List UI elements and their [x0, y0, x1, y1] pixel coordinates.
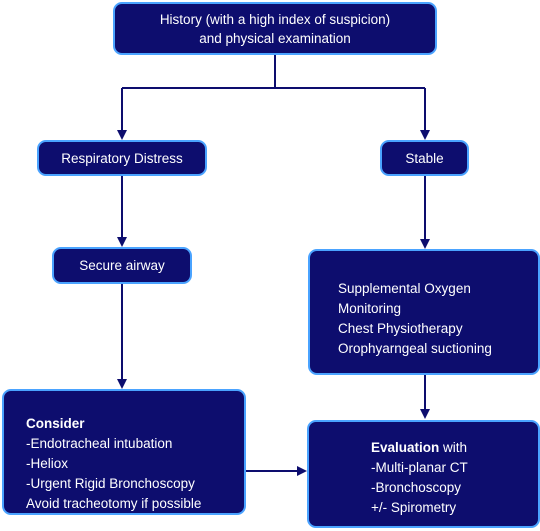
- history-line-2: and physical examination: [199, 30, 351, 46]
- consider-item: -Urgent Rigid Bronchoscopy: [26, 476, 195, 491]
- history-line-1: History (with a high index of suspicion): [159, 11, 391, 27]
- stable-label: Stable: [405, 150, 444, 166]
- consider-heading: Consider: [26, 416, 85, 431]
- evaluation-item: +/- Spirometry: [371, 500, 457, 515]
- evaluation-item: -Bronchoscopy: [371, 480, 462, 495]
- evaluation-heading-suffix: with: [439, 440, 468, 455]
- consider-item: Avoid tracheotomy if possible: [26, 496, 202, 511]
- evaluation-box: Evaluation with -Multi-planar CT -Bronch…: [307, 420, 540, 528]
- evaluation-item: -Multi-planar CT: [371, 460, 468, 475]
- supportive-item: Orophyarngeal suctioning: [338, 341, 492, 356]
- respiratory-distress-box: Respiratory Distress: [37, 140, 207, 176]
- consider-box: Consider -Endotracheal intubation -Helio…: [2, 389, 246, 515]
- evaluation-heading-line: Evaluation with: [371, 438, 538, 458]
- consider-item: -Endotracheal intubation: [26, 436, 173, 451]
- supportive-care-box: Supplemental Oxygen Monitoring Chest Phy…: [308, 249, 540, 375]
- history-box: History (with a high index of suspicion)…: [113, 2, 437, 55]
- stable-box: Stable: [380, 140, 469, 176]
- secure-airway-box: Secure airway: [52, 247, 192, 284]
- secure-airway-label: Secure airway: [79, 258, 165, 273]
- supportive-item: Chest Physiotherapy: [338, 321, 463, 336]
- supportive-item: Supplemental Oxygen: [338, 281, 471, 296]
- consider-item: -Heliox: [26, 456, 69, 471]
- supportive-item: Monitoring: [338, 301, 402, 316]
- respiratory-distress-label: Respiratory Distress: [61, 150, 183, 166]
- evaluation-heading: Evaluation: [371, 440, 440, 455]
